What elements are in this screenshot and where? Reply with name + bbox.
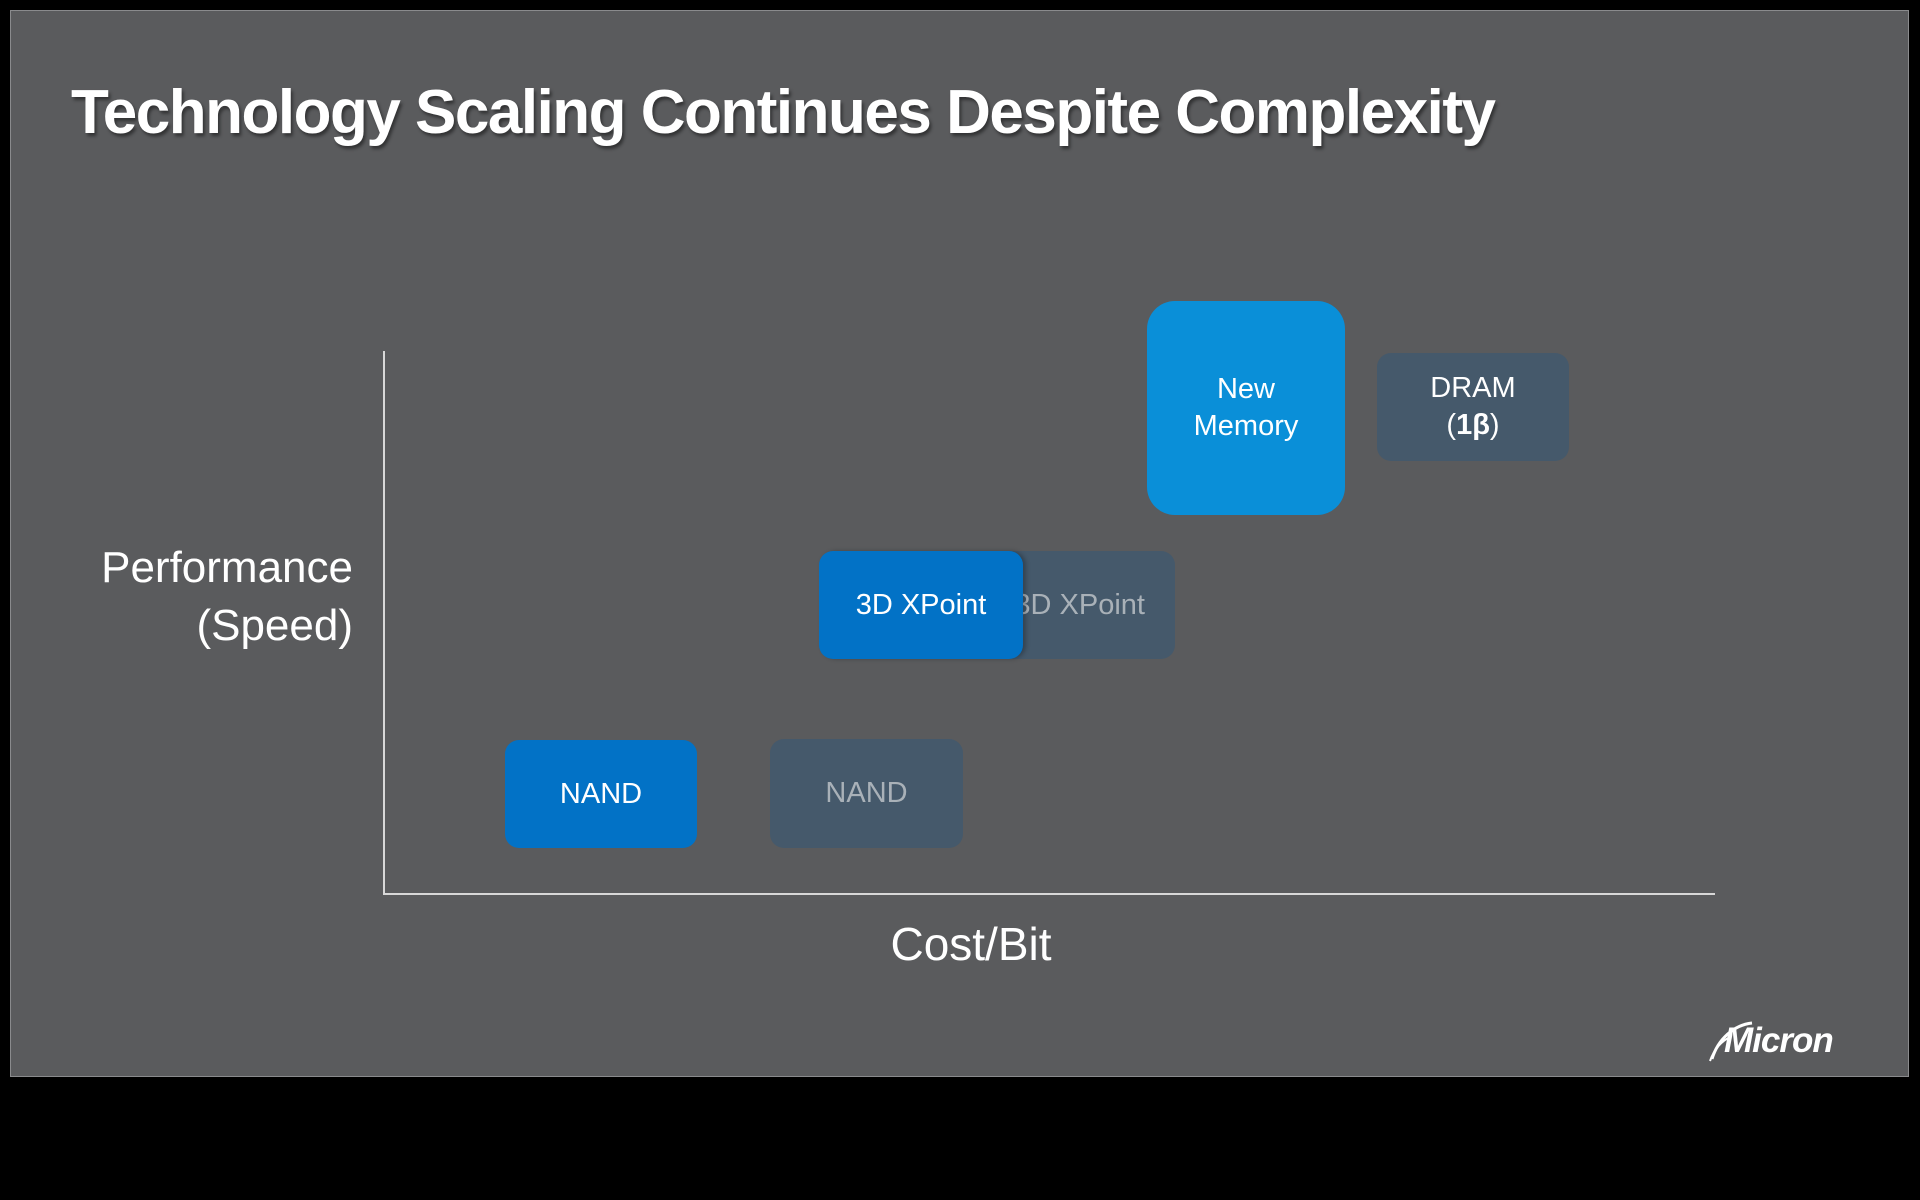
- y-axis-label-line1: Performance: [101, 543, 353, 592]
- xpoint-current-box: 3D XPoint: [819, 551, 1023, 659]
- nand-current-box: NAND: [505, 740, 697, 848]
- dram-label-paren-close: ): [1489, 409, 1500, 441]
- dram-label-line2: (1β): [1430, 407, 1515, 444]
- y-axis-label-line2: (Speed): [196, 601, 353, 650]
- y-axis-line: [383, 351, 385, 895]
- dram-label-line1: DRAM: [1430, 372, 1516, 404]
- nand-previous-label: NAND: [825, 777, 908, 809]
- xpoint-current-label: 3D XPoint: [855, 588, 987, 621]
- x-axis-label: Cost/Bit: [890, 918, 1052, 970]
- slide-title: Technology Scaling Continues Despite Com…: [71, 78, 1496, 147]
- dram-box: DRAM (1β): [1377, 353, 1569, 461]
- new-memory-label-line1: New: [1216, 373, 1275, 405]
- y-axis-label: Performance (Speed): [51, 539, 353, 655]
- xpoint-previous-label: 3D XPoint: [1014, 588, 1145, 621]
- slide: Technology Scaling Continues Despite Com…: [10, 10, 1909, 1077]
- micron-swoosh-icon: [1709, 1021, 1753, 1062]
- new-memory-label-line2: Memory: [1193, 410, 1299, 442]
- dram-node-label: 1β: [1456, 409, 1490, 441]
- nand-current-label: NAND: [559, 777, 643, 810]
- dram-label-paren-open: (: [1446, 409, 1457, 441]
- nand-previous-box: NAND: [770, 739, 963, 848]
- micron-logo: Micron: [1708, 1019, 1858, 1063]
- micron-logo-text: Micron: [1724, 1021, 1834, 1060]
- x-axis-line: [383, 893, 1715, 895]
- new-memory-box: New Memory: [1147, 301, 1345, 515]
